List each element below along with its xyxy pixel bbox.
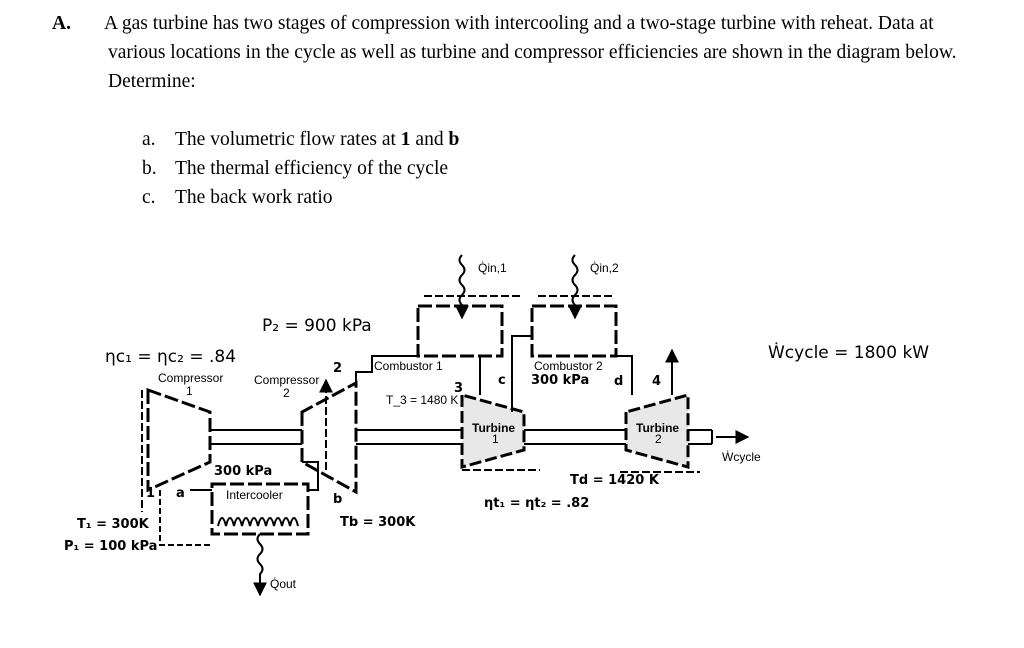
compressor-2-label: Compressor [254, 373, 319, 387]
state-4-label: 4 [652, 374, 661, 389]
tb-annotation: Tb = 300K [340, 515, 416, 530]
question-list: a. The volumetric flow rates at 1 and b … [142, 125, 459, 212]
question-letter: b. [142, 158, 157, 179]
problem-label: A. [52, 13, 71, 34]
t3-label: T_3 = 1480 K [386, 393, 458, 407]
state-1-label: 1 [146, 486, 155, 501]
turbine-2-number: 2 [655, 432, 662, 446]
compressor-2-shape [300, 380, 358, 495]
state-c-label: c [498, 373, 506, 388]
problem-paragraph: A. A gas turbine has two stages of compre… [52, 9, 988, 96]
question-a-text-pre: The volumetric flow rates at [175, 129, 401, 150]
combustor-1-box [416, 304, 504, 358]
intercooler-pressure: 300 kPa [214, 464, 272, 479]
combustor-2-pressure: 300 kPa [531, 373, 589, 388]
turbine-2-shape [624, 393, 690, 469]
problem-text: A gas turbine has two stages of compress… [104, 13, 957, 92]
q-in-1-label: Q̇in,1 [478, 261, 507, 275]
t1-annotation: T₁ = 300K [77, 517, 150, 532]
state-b-label: b [333, 492, 342, 507]
question-letter: a. [142, 129, 156, 150]
turbine-2-label: Turbine [636, 421, 679, 435]
state-d-label: d [614, 374, 623, 389]
compressor-efficiency-annotation: ηc₁ = ηc₂ = .84 [105, 347, 236, 367]
question-letter: c. [142, 187, 156, 208]
w-cycle-output-label: Ẇcycle [722, 450, 761, 464]
q-in-1-squiggle [455, 254, 469, 320]
question-a-text-mid: and [410, 129, 449, 150]
question-text: The volumetric flow rates at 1 and b [175, 125, 459, 154]
combustor-2-label: Combustor 2 [534, 359, 603, 373]
compressor-1-shape [146, 387, 212, 493]
p1-annotation: P₁ = 100 kPa [64, 539, 157, 554]
combustor-1-label: Combustor 1 [374, 359, 443, 373]
intercooler-label: Intercooler [226, 488, 283, 502]
question-c: c. The back work ratio [142, 183, 459, 212]
q-in-2-label: Q̇in,2 [590, 261, 619, 275]
question-text: The thermal efficiency of the cycle [175, 158, 449, 179]
turbine-1-label: Turbine [472, 421, 515, 435]
state-a-label: a [176, 486, 185, 501]
w-cycle-annotation: Ẇcycle = 1800 kW [768, 342, 929, 363]
p2-annotation: P₂ = 900 kPa [262, 316, 372, 336]
question-a-state-b: b [448, 129, 460, 150]
state-2-label: 2 [333, 361, 342, 376]
problem-statement: A. A gas turbine has two stages of compre… [52, 9, 988, 96]
turbine-1-number: 1 [492, 432, 499, 446]
shaft [210, 429, 713, 445]
compressor-2-number: 2 [283, 386, 290, 400]
compressor-1-number: 1 [186, 384, 193, 398]
question-a: a. The volumetric flow rates at 1 and b [142, 125, 459, 154]
turbine-efficiency-annotation: ηt₁ = ηt₂ = .82 [484, 496, 589, 511]
td-annotation: Td = 1420 K [570, 473, 660, 488]
flow-lines [141, 295, 700, 546]
intercooler-box [210, 482, 310, 536]
question-a-state-1: 1 [400, 129, 411, 150]
intercooler-coil [217, 517, 299, 527]
compressor-1-label: Compressor [158, 371, 223, 385]
q-in-2-squiggle [568, 254, 582, 320]
question-text: The back work ratio [175, 187, 333, 208]
question-b: b. The thermal efficiency of the cycle [142, 154, 459, 183]
state-3-label: 3 [454, 381, 463, 396]
q-out-squiggle [253, 533, 267, 597]
q-out-label: Q̇out [270, 577, 297, 591]
